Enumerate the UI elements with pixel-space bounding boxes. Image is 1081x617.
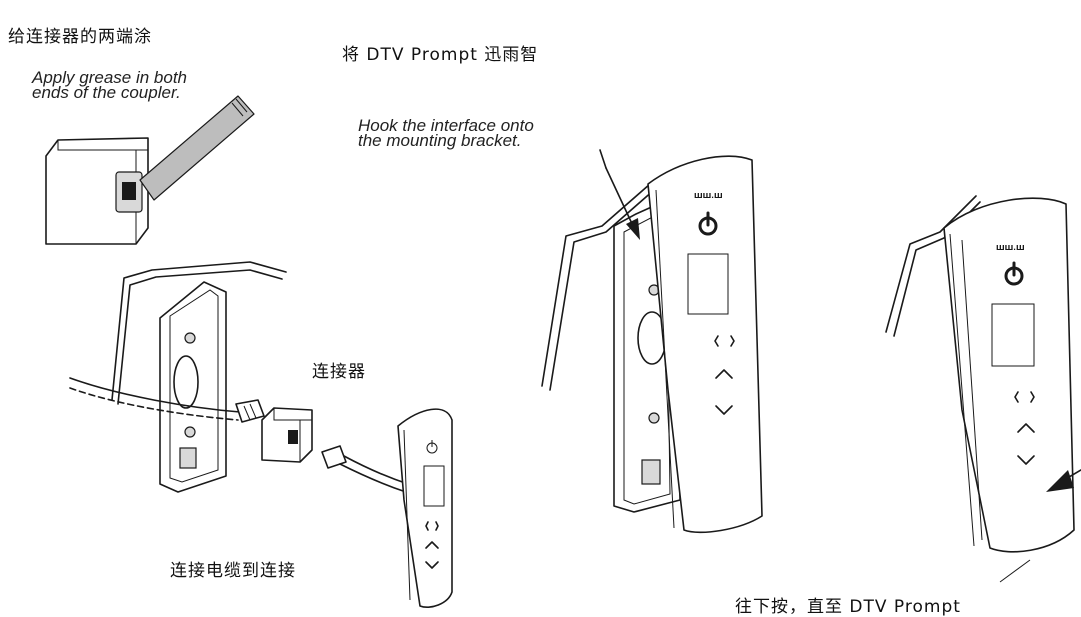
- panel-power-icon: [426, 440, 438, 454]
- step3-caption: 往下按，直至 DTV Prompt: [735, 597, 961, 617]
- step2-caption: 将 DTV Prompt 迅雨智: [342, 45, 539, 65]
- panel-brand-mark: ШШ.Ш: [996, 244, 1025, 252]
- wall-mount-illustration: [69, 261, 453, 608]
- step1-caption: 给连接器的两端涂: [8, 27, 152, 47]
- hook-interface-illustration: ШШ.Ш: [541, 149, 763, 534]
- coupler-grease-illustration: [45, 95, 255, 245]
- coupler-caption: 连接器: [312, 362, 366, 382]
- panel-power-icon: [698, 211, 718, 236]
- panel-brand-mark: ШШ.Ш: [694, 192, 723, 200]
- hook-callout: Hook the interface onto the mounting bra…: [358, 116, 534, 150]
- press-down-illustration: ШШ.Ш: [885, 195, 1081, 583]
- panel-power-icon: [1004, 261, 1024, 286]
- grease-callout: Apply grease in both ends of the coupler…: [32, 68, 187, 102]
- cable-caption: 连接电缆到连接: [170, 561, 296, 581]
